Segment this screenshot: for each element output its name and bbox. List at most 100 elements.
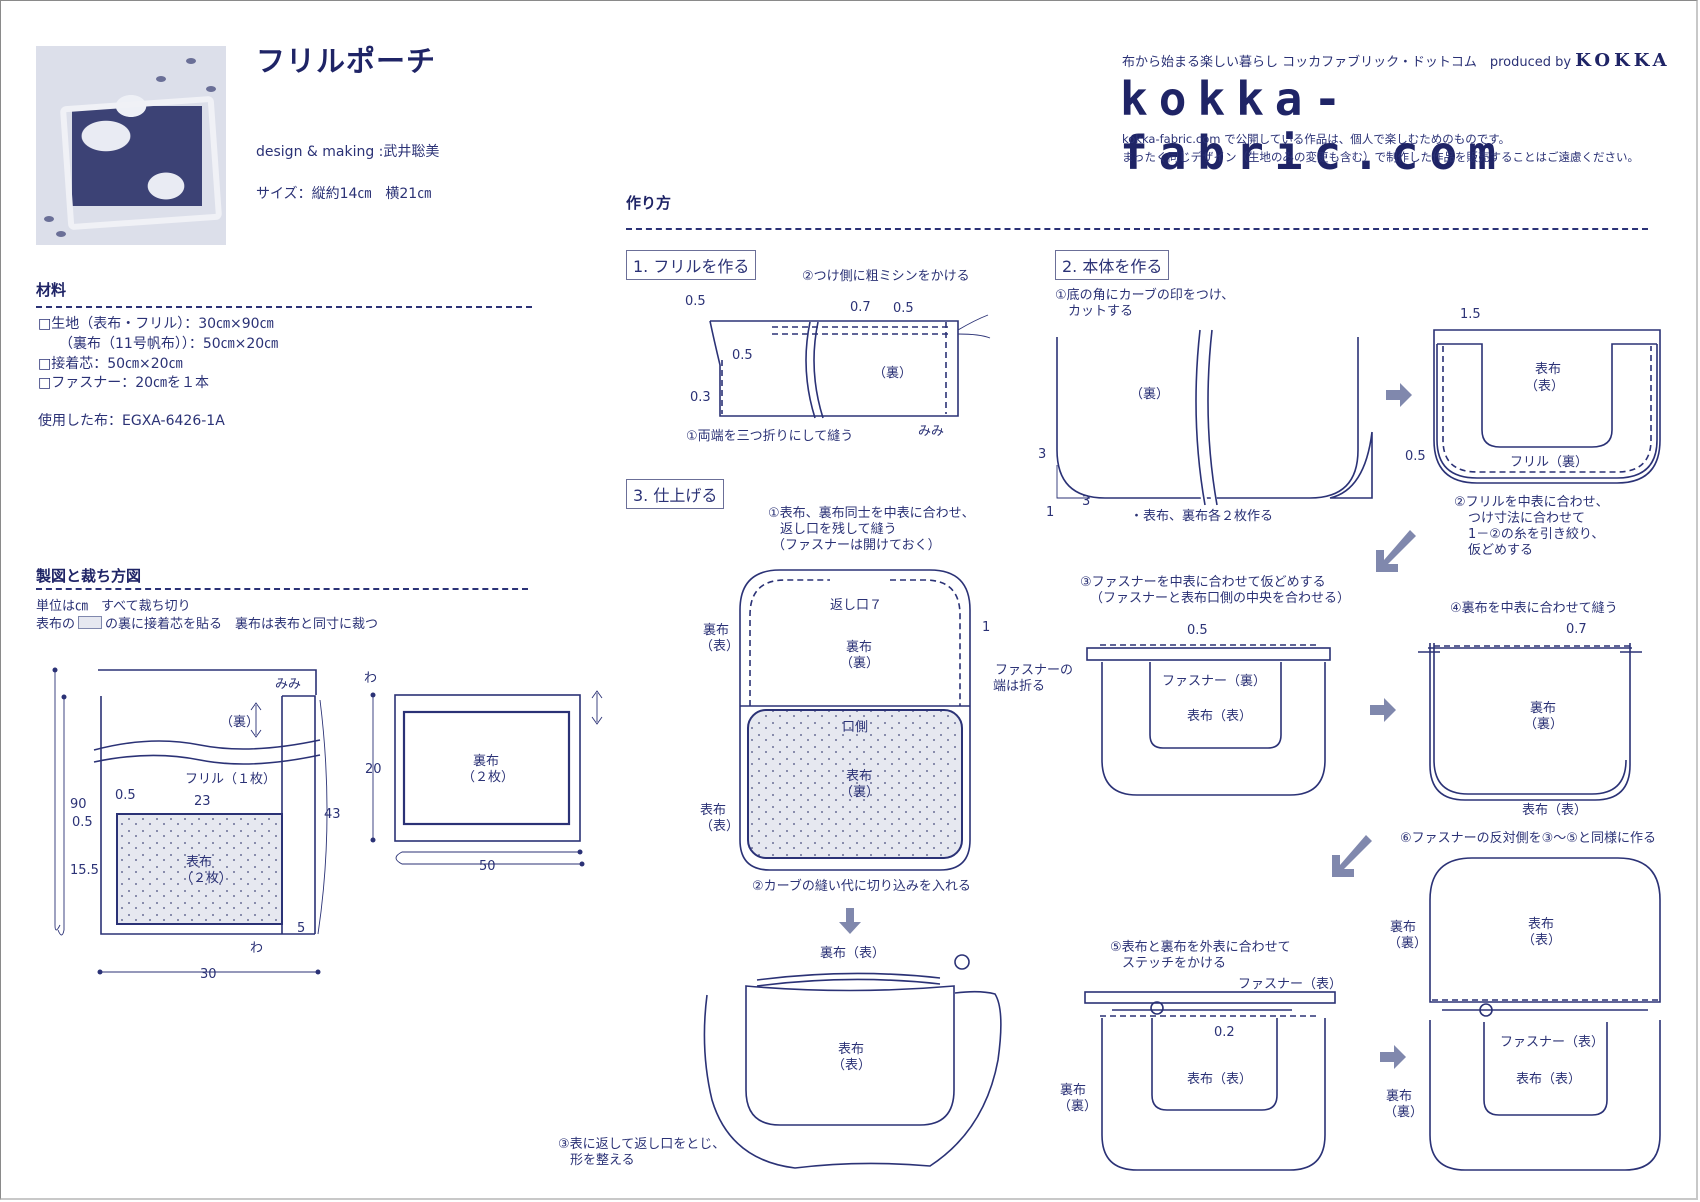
- step2-note-2: ②フリルを中表に合わせ、: [1454, 495, 1609, 510]
- tagline-text: 布から始まる楽しい暮らし コッカファブリック・ドットコム produced by: [1122, 55, 1572, 70]
- omote-dotted-area: [747, 709, 963, 859]
- make-note: ・表布、裏布各２枚作る: [1130, 508, 1273, 524]
- urafu-side-label: （裏）: [1524, 717, 1563, 732]
- dim-label: 0.5: [685, 294, 706, 309]
- break-mark: [805, 321, 824, 419]
- omote-inner: [1149, 662, 1282, 749]
- fabric-used: 使用した布：EGXA-6426-1A: [38, 413, 225, 429]
- right-arrow-icon: [1370, 698, 1396, 722]
- wa-label: わ: [364, 671, 377, 686]
- urafu-side-label: （表）: [700, 639, 739, 654]
- fabric1-cutting-diagram: 90 30 43 23 15.5 0.5 0.5 5 みみ （裏） フリル（１枚…: [52, 667, 341, 982]
- step2-note-3b: （ファスナーと表布口側の中央を合わせる）: [1090, 591, 1350, 606]
- zipper-omote-label: ファスナー（表）: [1238, 977, 1342, 992]
- kokka-logo: KOKKA: [1575, 50, 1671, 71]
- corner-guide: [1056, 465, 1090, 499]
- urafu-side-label: （裏）: [1058, 1099, 1097, 1114]
- leaf-decoration: [56, 231, 66, 237]
- step2-title: 2. 本体を作る: [1055, 250, 1170, 280]
- omote-side-label: （表）: [1522, 933, 1561, 948]
- product-photo: [36, 46, 226, 245]
- dotted-swatch-icon: [78, 616, 103, 629]
- material-item: □接着芯：50㎝×20㎝: [38, 356, 183, 372]
- body-outline: [1101, 662, 1326, 796]
- dim-label: 0.3: [690, 390, 711, 405]
- step2-frill-attach-diagram: 表布 （表） フリル（裏） 1.5 0.5 ②フリルを中表に合わせ、 つけ寸法に…: [1405, 307, 1661, 558]
- dim-dot: [579, 861, 585, 867]
- materials-heading: 材料: [36, 281, 67, 299]
- right-arrow-icon: [1380, 1045, 1406, 1069]
- dim-50-line: [395, 851, 580, 865]
- fabric1-top-edge: [98, 669, 317, 695]
- step2-note-2: 仮どめする: [1468, 543, 1533, 558]
- material-item: □生地（表布・フリル）：30㎝×90㎝: [38, 316, 274, 332]
- fabric1-break-mark: [93, 739, 321, 765]
- lower-body: [1429, 1020, 1661, 1171]
- omote-inner: [1437, 343, 1657, 448]
- zipper-tape: [1084, 991, 1336, 1004]
- dim-0-5-label: 0.5: [1187, 623, 1208, 638]
- note-text: の裏に接着芯を貼る 裏布は表布と同寸に裁つ: [105, 617, 379, 632]
- mimi-label: みみ: [275, 677, 301, 692]
- grain-arrow: [250, 702, 262, 738]
- frill-strip: [709, 320, 959, 417]
- step2-note-3a: ③ファスナーを中表に合わせて仮どめする: [1080, 575, 1326, 590]
- body-outline: [1433, 329, 1661, 484]
- pouch-body: [745, 985, 955, 1126]
- urafu-label: 裏布: [1390, 920, 1416, 935]
- mimi-label: みみ: [918, 424, 944, 439]
- dim-1-label: 1: [1046, 505, 1054, 520]
- omote-label: 表布（表）: [1187, 1072, 1252, 1087]
- omote-label: 表布: [1535, 362, 1561, 377]
- site-logo[interactable]: kokka-fabric.com: [1120, 72, 1507, 180]
- body-outline: [1101, 1018, 1326, 1171]
- count-label: （２枚）: [462, 770, 514, 785]
- urafu-label: 裏布: [1386, 1089, 1412, 1104]
- leaf-decoration: [44, 216, 54, 222]
- urafu-label: 裏布: [846, 640, 872, 655]
- cutting-divider: [36, 588, 528, 590]
- urafu-label: 裏布: [1060, 1083, 1086, 1098]
- urafu-side-label: （裏）: [840, 656, 879, 671]
- step3-sewing-diagram: 返し口７ 裏布 （裏） 裏布 （表） 口側 表布 （裏） 表布 （表） 1 ②カ…: [700, 506, 990, 894]
- page-title: フリルポーチ: [256, 44, 437, 78]
- dim-23-label: 23: [194, 794, 211, 809]
- step3-note-1: （ファスナーは開けておく）: [772, 538, 941, 553]
- zipper-pull: [1479, 1003, 1493, 1017]
- omote-label: 表布: [1528, 917, 1554, 932]
- dim-0-5-label: 0.5: [72, 815, 93, 830]
- dim-dot: [97, 969, 103, 975]
- materials-divider: [36, 306, 532, 308]
- dim-1-label: 1: [982, 620, 990, 635]
- threads: [957, 314, 991, 339]
- howto-divider: [626, 228, 1648, 230]
- zipper-top: [756, 972, 941, 987]
- opening-label: 返し口７: [830, 598, 882, 613]
- step2-zipper-baste-diagram: ③ファスナーを中表に合わせて仮どめする （ファスナーと表布口側の中央を合わせる）…: [993, 575, 1350, 796]
- step2-corner-diagram: （裏） 3 3 1 ・表布、裏布各２枚作る ①底の角にカーブの印をつけ、 カット…: [1038, 287, 1373, 524]
- dim-90-label: 90: [70, 797, 87, 812]
- urafu-piece: [402, 710, 571, 826]
- step3-title: 3. 仕上げる: [626, 479, 725, 509]
- cutting-heading: 製図と裁ち方図: [36, 567, 142, 585]
- kuchigawa-label: 口側: [842, 720, 868, 735]
- omote-side-label: （裏）: [840, 785, 879, 800]
- material-item: （裏布（11号帆布））：50㎝×20㎝: [38, 336, 279, 352]
- dim-15-5-label: 15.5: [70, 863, 99, 878]
- fabric1-outline: [100, 696, 315, 935]
- designer-credit: design & making :武井聡美: [256, 144, 440, 160]
- cut-corner-piece: [1329, 431, 1373, 499]
- urafu-label: 裏布: [1530, 701, 1556, 716]
- dim-43-label: 43: [324, 807, 341, 822]
- omote-label: 表布（表）: [1522, 803, 1587, 818]
- step2-lining-sew-diagram: ④裏布を中表に合わせて縫う 0.7 裏布 （裏） 表布（表）: [1418, 601, 1642, 818]
- zipper-end-label: 端は折る: [993, 679, 1045, 694]
- ura-label: （裏）: [873, 366, 912, 381]
- frill-outline: [1436, 344, 1658, 479]
- lining-outline: [739, 569, 971, 706]
- step3-note-3: ③表に返して返し口をとじ、: [558, 1137, 725, 1152]
- zipper-pull: [1150, 1001, 1164, 1015]
- step2-note-2: 1－②の糸を引き絞り、: [1468, 527, 1604, 542]
